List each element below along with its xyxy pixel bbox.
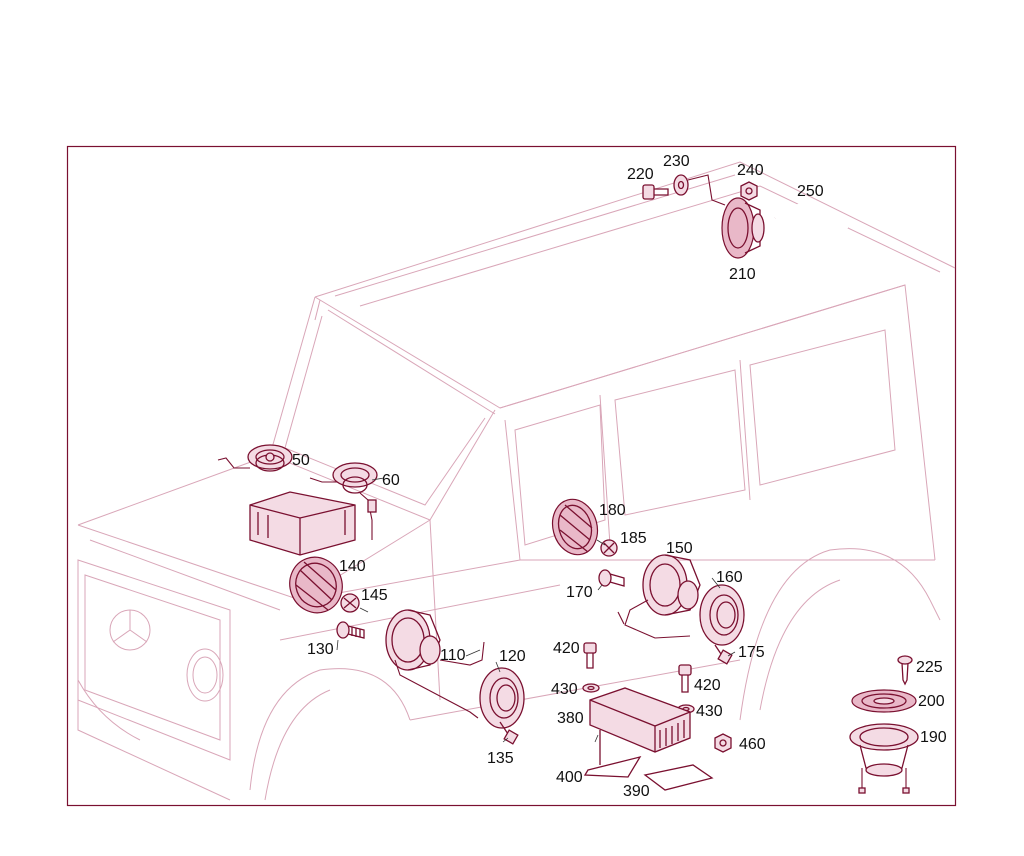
callout-390: 390 xyxy=(623,783,650,800)
callout-230: 230 xyxy=(663,153,690,170)
callout-420-left: 420 xyxy=(553,640,580,657)
part-460-nut xyxy=(714,733,732,753)
callout-140: 140 xyxy=(339,558,366,575)
callout-145: 145 xyxy=(361,587,388,604)
callout-labels: 220 230 240 250 210 50 60 180 185 150 16… xyxy=(292,153,947,800)
part-135-connector xyxy=(499,721,519,745)
part-210-speaker xyxy=(687,174,765,259)
callout-130: 130 xyxy=(307,641,334,658)
part-50-speaker xyxy=(217,444,293,472)
part-60-speaker xyxy=(309,462,378,540)
part-420-bolt-left xyxy=(583,642,597,669)
callout-250: 250 xyxy=(797,183,824,200)
part-190-speaker xyxy=(849,723,919,794)
callout-220: 220 xyxy=(627,166,654,183)
part-225-screw xyxy=(897,655,913,686)
callout-200: 200 xyxy=(918,693,945,710)
part-240-nut xyxy=(740,181,758,201)
part-220-bolt xyxy=(642,184,669,200)
callout-460: 460 xyxy=(739,736,766,753)
callout-180: 180 xyxy=(599,502,626,519)
callout-240: 240 xyxy=(737,162,764,179)
part-380-amplifier xyxy=(589,687,691,753)
callout-190: 190 xyxy=(920,729,947,746)
part-175-connector xyxy=(714,644,733,665)
callout-430-right: 430 xyxy=(696,703,723,720)
callout-50: 50 xyxy=(292,452,310,469)
part-230-washer xyxy=(673,174,689,196)
callout-380: 380 xyxy=(557,710,584,727)
callout-60: 60 xyxy=(382,472,400,489)
part-200-grille xyxy=(851,689,917,713)
callout-150: 150 xyxy=(666,540,693,557)
part-400-bracket xyxy=(583,730,642,778)
callout-185: 185 xyxy=(620,530,647,547)
part-170-bolt xyxy=(598,569,625,587)
diagram-frame xyxy=(66,145,957,807)
leader-lines xyxy=(336,477,736,743)
part-145-trim xyxy=(340,593,360,613)
part-140-grille xyxy=(289,556,343,614)
callout-120: 120 xyxy=(499,648,526,665)
callout-210: 210 xyxy=(729,266,756,283)
callout-225: 225 xyxy=(916,659,943,676)
part-160-ring xyxy=(699,584,745,646)
part-150-speaker xyxy=(617,554,701,639)
part-110-speaker xyxy=(385,609,485,719)
callout-170: 170 xyxy=(566,584,593,601)
part-120-ring xyxy=(479,667,525,729)
part-420-bolt-right xyxy=(678,664,692,693)
part-390-plate xyxy=(643,764,714,791)
part-185-trim xyxy=(600,539,618,557)
part-radio-unit xyxy=(249,491,356,556)
callout-110: 110 xyxy=(440,647,466,664)
callout-160: 160 xyxy=(716,569,743,586)
callout-175: 175 xyxy=(738,644,765,661)
part-430-washer-left xyxy=(582,683,600,693)
part-180-grille xyxy=(551,498,599,556)
callout-430-left: 430 xyxy=(551,681,578,698)
part-250-tube xyxy=(773,202,850,231)
callout-420-right: 420 xyxy=(694,677,721,694)
callout-135: 135 xyxy=(487,750,514,767)
callout-400: 400 xyxy=(556,769,583,786)
vehicle-outline xyxy=(77,161,956,801)
part-130-bolt xyxy=(336,621,365,639)
